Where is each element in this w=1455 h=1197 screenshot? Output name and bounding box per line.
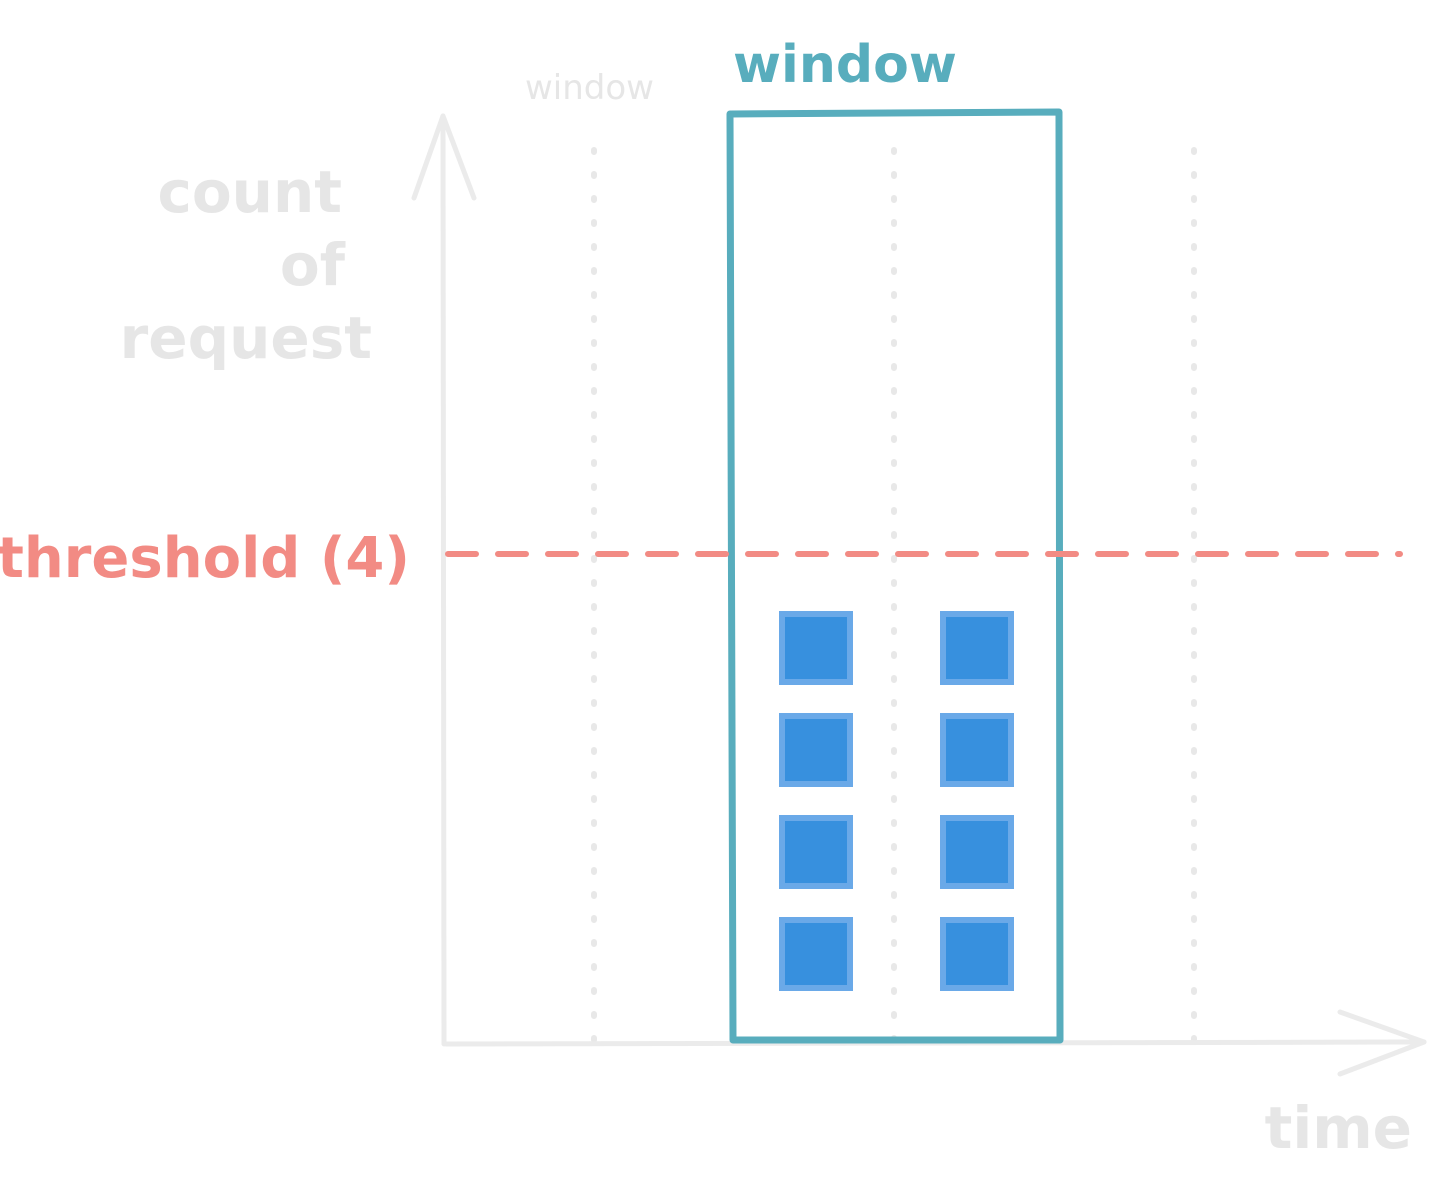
request-block — [940, 917, 1014, 991]
request-block — [779, 713, 853, 787]
request-block — [940, 713, 1014, 787]
request-block — [940, 611, 1014, 685]
y-axis-label-request: request — [120, 304, 372, 372]
axes — [411, 113, 1427, 1077]
y-axis-line — [440, 113, 447, 1047]
request-block — [779, 917, 853, 991]
request-block — [779, 611, 853, 685]
request-blocks — [779, 611, 1014, 991]
x-axis-arrowhead — [1337, 1009, 1427, 1077]
y-axis-label-count: count — [157, 158, 342, 226]
window-dividers — [591, 147, 1197, 1043]
active-window-label: window — [733, 35, 957, 95]
active-window-box — [726, 108, 1064, 1044]
x-axis-label-time: time — [1265, 1094, 1412, 1162]
request-block — [940, 815, 1014, 889]
threshold-label: threshold (4) — [0, 526, 410, 591]
request-block — [779, 815, 853, 889]
y-axis-label-of: of — [280, 231, 346, 299]
faded-window-label: window — [525, 68, 654, 108]
y-axis-arrowhead — [411, 113, 477, 201]
